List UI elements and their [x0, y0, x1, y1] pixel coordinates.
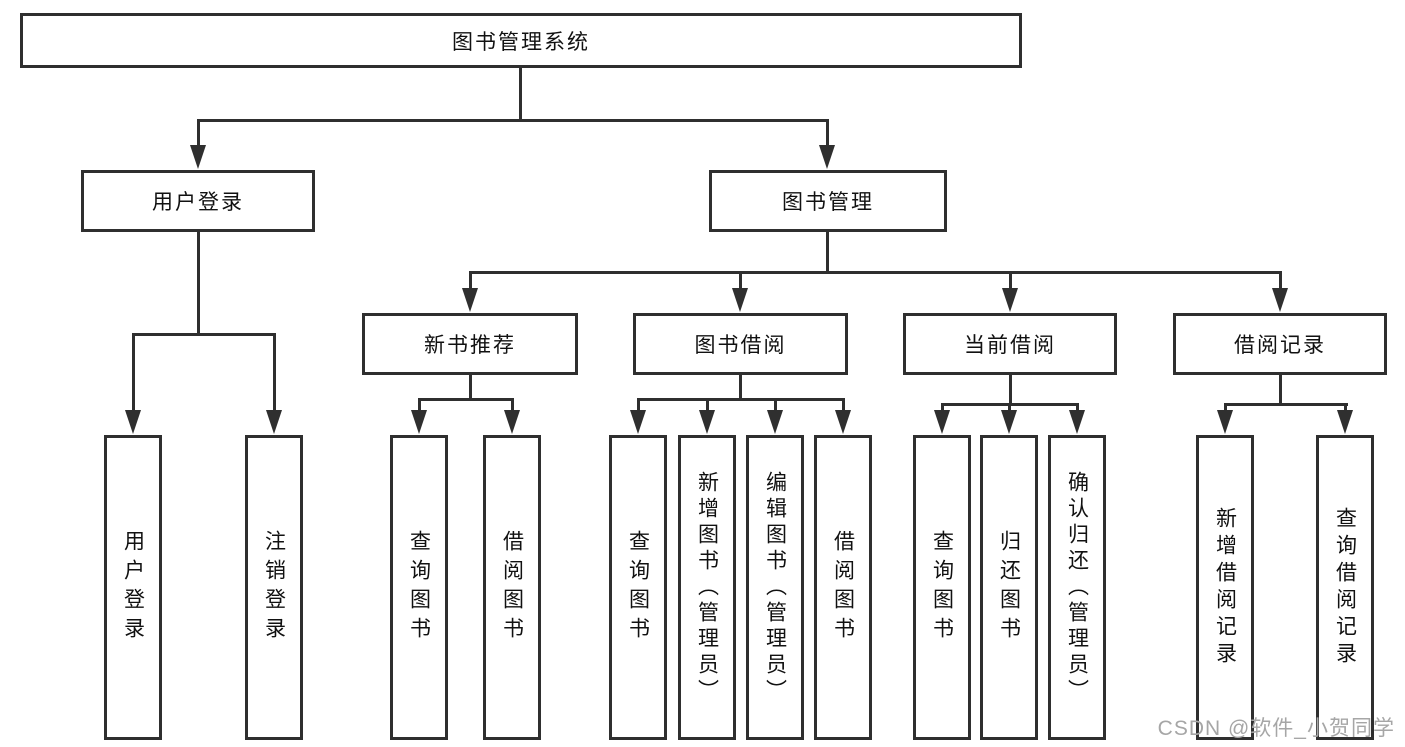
connector-stem-recommend-query [418, 398, 421, 413]
arrowhead-borrow-records [1272, 288, 1288, 312]
connector-borrow-stub [739, 373, 742, 401]
connector-stem-leaf-user-login [132, 333, 135, 413]
node-borrow-books-leaf: 借阅图书 [814, 435, 872, 740]
connector-records-stub [1279, 373, 1282, 406]
connector-stem-borrow-records [1279, 271, 1282, 292]
connector-stem-recommend-borrow [511, 398, 514, 413]
arrowhead-borrow-query [630, 410, 646, 434]
node-book-borrow: 图书借阅 [633, 313, 848, 375]
connector-stem-records-add [1224, 403, 1227, 413]
connector-stem-book-borrow [739, 271, 742, 292]
connector-user-login-hbar [132, 333, 276, 336]
connector-stem-current-borrow [1009, 271, 1012, 292]
node-book-management: 图书管理 [709, 170, 947, 232]
arrowhead-recommend-query [411, 410, 427, 434]
connector-stem-borrow-edit [774, 398, 777, 413]
connector-stem-borrow-add [706, 398, 709, 413]
arrowhead-current-query [934, 410, 950, 434]
node-user-login: 用户登录 [104, 435, 162, 740]
node-edit-book-admin: 编辑图书（管理员） [746, 435, 804, 740]
connector-records-hbar [1224, 403, 1348, 406]
arrowhead-book-borrow [732, 288, 748, 312]
connector-level3-hbar [469, 271, 1282, 274]
node-add-borrow-record: 新增借阅记录 [1196, 435, 1254, 740]
arrowhead-book-management [819, 145, 835, 169]
node-add-book-admin: 新增图书（管理员） [678, 435, 736, 740]
node-confirm-return-admin: 确认归还（管理员） [1048, 435, 1106, 740]
connector-recommend-hbar [418, 398, 514, 401]
connector-root-stub [519, 68, 522, 121]
arrowhead-leaf-user-login [125, 410, 141, 434]
node-user-login-group: 用户登录 [81, 170, 315, 232]
arrowhead-current-return [1001, 410, 1017, 434]
arrowhead-borrow-edit [767, 410, 783, 434]
node-query-books-recommend: 查询图书 [390, 435, 448, 740]
connector-recommend-stub [469, 373, 472, 401]
arrowhead-borrow-add [699, 410, 715, 434]
node-logout: 注销登录 [245, 435, 303, 740]
connector-stem-current-return [1008, 403, 1011, 413]
connector-stem-current-confirm [1076, 403, 1079, 413]
node-new-book-recommend: 新书推荐 [362, 313, 578, 375]
connector-stem-borrow-borrow [842, 398, 845, 413]
connector-stem-borrow-query [637, 398, 640, 413]
connector-stem-leaf-logout [273, 333, 276, 413]
connector-stem-current-query [941, 403, 944, 413]
connector-level2-hbar [197, 119, 829, 122]
arrowhead-new-book-recommend [462, 288, 478, 312]
arrowhead-records-add [1217, 410, 1233, 434]
node-query-borrow-record: 查询借阅记录 [1316, 435, 1374, 740]
node-current-borrow: 当前借阅 [903, 313, 1117, 375]
node-return-books: 归还图书 [980, 435, 1038, 740]
connector-borrow-hbar [637, 398, 845, 401]
arrowhead-borrow-borrow [835, 410, 851, 434]
arrowhead-recommend-borrow [504, 410, 520, 434]
arrowhead-leaf-logout [266, 410, 282, 434]
node-query-books-current: 查询图书 [913, 435, 971, 740]
arrowhead-records-query [1337, 410, 1353, 434]
arrowhead-current-borrow [1002, 288, 1018, 312]
arrowhead-current-confirm [1069, 410, 1085, 434]
node-borrow-books-recommend: 借阅图书 [483, 435, 541, 740]
node-query-books-borrow: 查询图书 [609, 435, 667, 740]
connector-stem-user-login-group [197, 119, 200, 148]
connector-stem-new-book-recommend [469, 271, 472, 292]
arrowhead-user-login-group [190, 145, 206, 169]
connector-stem-records-query [1344, 403, 1347, 413]
node-system-root: 图书管理系统 [20, 13, 1022, 68]
node-borrow-records: 借阅记录 [1173, 313, 1387, 375]
connector-current-stub [1009, 373, 1012, 406]
connector-book-management-stub [826, 231, 829, 274]
connector-stem-book-management [826, 119, 829, 148]
connector-user-login-stub [197, 231, 200, 336]
csdn-watermark: CSDN @软件_小贺同学 [1157, 717, 1395, 740]
